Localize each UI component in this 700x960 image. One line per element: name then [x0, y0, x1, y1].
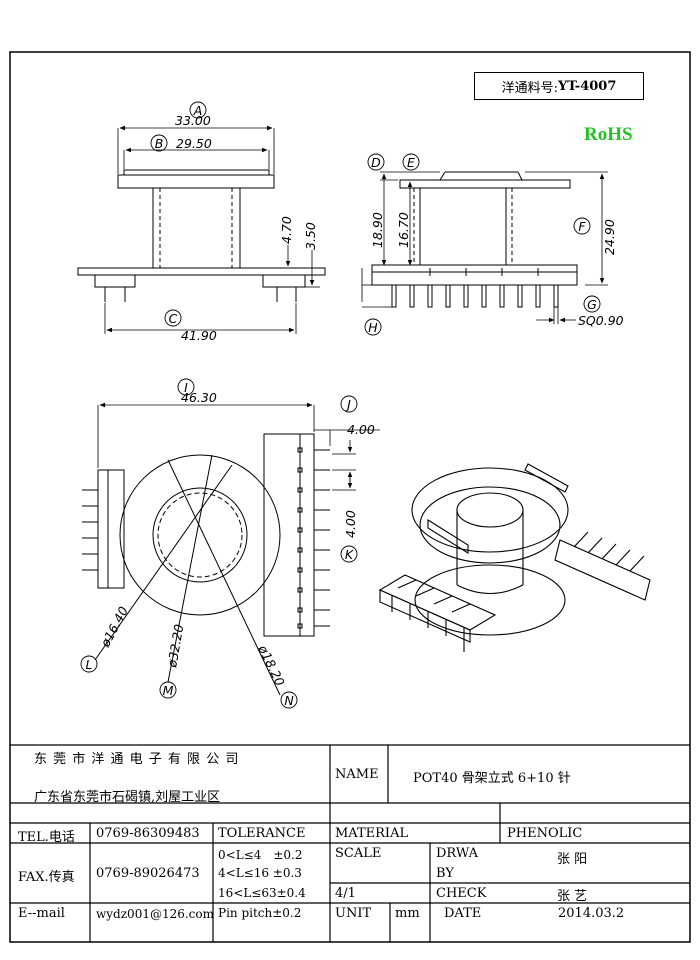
- dim-f-value: 24.90: [602, 219, 617, 255]
- name-label: NAME: [335, 767, 379, 782]
- balloon-a: [189, 101, 207, 119]
- balloon-h-letter: H: [368, 320, 378, 335]
- drawn-by-label-1: DRWA: [436, 846, 479, 861]
- material-label: MATERIAL: [335, 826, 409, 841]
- dim-g-value: SQ0.90: [578, 313, 624, 328]
- drawn-by-label-2: BY: [436, 866, 454, 881]
- dim-j-value: 4.00: [347, 422, 375, 437]
- email-value: wydz001@126.com: [96, 907, 215, 921]
- balloon-n-letter: N: [284, 693, 294, 708]
- balloon-d: [367, 153, 385, 171]
- balloon-m-letter: M: [163, 683, 174, 698]
- isometric-view: [378, 463, 651, 652]
- unit-label: UNIT: [335, 906, 372, 921]
- balloon-m: [159, 681, 177, 699]
- balloon-h: [364, 318, 382, 336]
- date-label: DATE: [444, 906, 482, 921]
- fax-label: FAX.传真: [18, 870, 75, 885]
- part-number-label: 洋通料号:: [501, 80, 558, 96]
- sheet-border: [9, 51, 691, 943]
- balloon-a-letter: A: [193, 103, 203, 118]
- balloon-l: [80, 655, 98, 673]
- tolerance-line-2: 4<L≤16 ±0.3: [218, 866, 302, 880]
- scale-label: SCALE: [335, 846, 382, 861]
- balloon-g: [583, 295, 601, 313]
- dim-a-value: 33.00: [175, 113, 211, 128]
- company-name: 东 莞 市 洋 通 电 子 有 限 公 司: [34, 752, 240, 767]
- tolerance-label: TOLERANCE: [218, 826, 306, 841]
- name-value: POT40 骨架立式 6+10 针: [413, 771, 571, 786]
- drawn-by-value: 张 阳: [557, 852, 588, 867]
- balloon-i: [177, 378, 195, 396]
- tel-label: TEL.电话: [18, 830, 75, 845]
- dim-l-value: ø16.40: [97, 604, 131, 650]
- part-number-value: YT-4007: [558, 78, 617, 94]
- scale-value: 4/1: [335, 886, 356, 901]
- balloon-j: [340, 395, 358, 413]
- dim-m-value: ø32.20: [164, 623, 186, 669]
- email-label: E--mail: [18, 906, 65, 921]
- balloon-c-letter: C: [169, 311, 178, 326]
- tolerance-line-3: 16<L≤63±0.4: [218, 886, 306, 900]
- balloon-n: [280, 691, 298, 709]
- material-value: PHENOLIC: [507, 826, 583, 841]
- balloon-k-letter: K: [345, 547, 355, 562]
- date-value: 2014.03.2: [558, 906, 625, 921]
- title-block-grid: [10, 744, 690, 942]
- check-value: 张 艺: [557, 889, 588, 904]
- dim-k-value: 4.00: [343, 510, 358, 538]
- tel-value: 0769-86309483: [96, 826, 200, 841]
- dim-n-value: ø18.20: [255, 642, 288, 689]
- check-label: CHECK: [436, 886, 487, 901]
- dim-d-value: 18.90: [370, 212, 385, 248]
- fax-value: 0769-89026473: [96, 866, 200, 881]
- balloon-d-letter: D: [371, 155, 381, 170]
- balloon-f: [573, 217, 591, 235]
- balloon-f-letter: F: [578, 219, 586, 234]
- tolerance-line-1: 0<L≤4 ±0.2: [218, 848, 303, 862]
- dim-c-value: 41.90: [181, 328, 217, 343]
- bottom-view: [82, 433, 330, 696]
- rohs-mark: RoHS: [584, 124, 633, 145]
- dim-b-value: 29.50: [176, 136, 212, 151]
- dim-side-h1: 4.70: [279, 216, 294, 244]
- front-view: [77, 169, 326, 302]
- side-view: [371, 171, 578, 308]
- unit-value: mm: [395, 906, 420, 921]
- balloon-g-letter: G: [587, 297, 597, 312]
- company-address: 广东省东莞市石碣镇,刘屋工业区: [34, 790, 221, 805]
- tolerance-line-4: Pin pitch±0.2: [218, 906, 302, 920]
- balloon-i-letter: I: [184, 380, 188, 395]
- balloon-b-letter: B: [155, 136, 164, 151]
- balloon-l-letter: L: [86, 657, 93, 672]
- balloon-c: [164, 309, 182, 327]
- balloon-e: [402, 153, 420, 171]
- dim-side-h2: 3.50: [303, 222, 318, 250]
- dim-e-value: 16.70: [396, 212, 411, 248]
- dim-i-value: 46.30: [181, 390, 217, 405]
- balloon-k: [340, 545, 358, 563]
- balloon-b: [150, 134, 168, 152]
- balloon-e-letter: E: [407, 155, 415, 170]
- part-number-box: 洋通料号: YT-4007: [474, 72, 644, 100]
- balloon-j-letter: J: [344, 397, 351, 412]
